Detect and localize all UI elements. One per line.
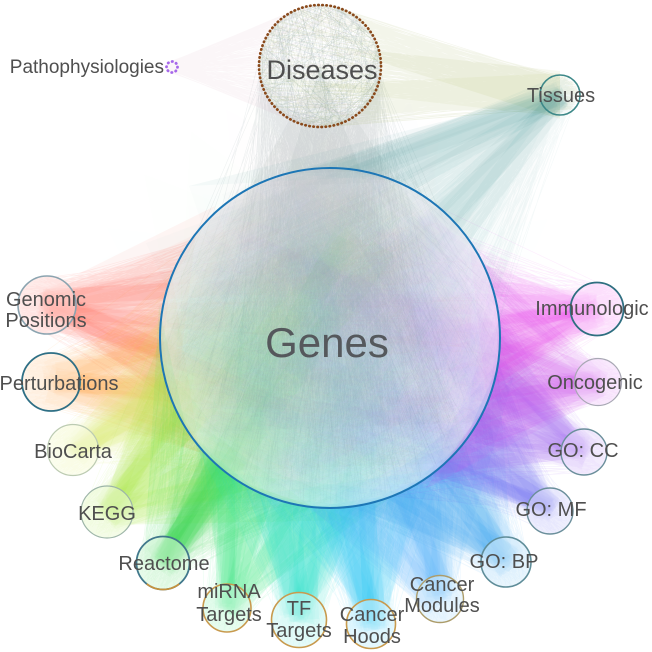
svg-text:Genes: Genes bbox=[265, 319, 389, 366]
svg-text:BioCarta: BioCarta bbox=[34, 441, 113, 463]
svg-text:GO: CC: GO: CC bbox=[547, 440, 618, 462]
svg-text:Cancer: Cancer bbox=[340, 604, 405, 626]
svg-text:GO: MF: GO: MF bbox=[515, 499, 586, 521]
svg-text:Reactome: Reactome bbox=[118, 553, 209, 575]
svg-text:miRNA: miRNA bbox=[197, 581, 261, 603]
svg-text:Modules: Modules bbox=[404, 595, 480, 617]
svg-text:Pathophysiologies: Pathophysiologies bbox=[10, 57, 164, 78]
svg-text:TF: TF bbox=[287, 598, 311, 620]
svg-text:Tissues: Tissues bbox=[527, 85, 595, 107]
svg-text:Perturbations: Perturbations bbox=[0, 373, 118, 395]
svg-text:Cancer: Cancer bbox=[410, 574, 475, 596]
svg-text:Targets: Targets bbox=[196, 604, 262, 626]
svg-text:Diseases: Diseases bbox=[266, 55, 377, 85]
svg-text:Hoods: Hoods bbox=[343, 626, 401, 648]
svg-text:Positions: Positions bbox=[5, 310, 86, 332]
svg-text:Genomic: Genomic bbox=[6, 289, 86, 311]
svg-text:Immunologic: Immunologic bbox=[535, 298, 648, 320]
svg-text:KEGG: KEGG bbox=[78, 503, 136, 525]
svg-text:GO: BP: GO: BP bbox=[470, 551, 539, 573]
svg-text:Targets: Targets bbox=[266, 620, 332, 642]
svg-text:Oncogenic: Oncogenic bbox=[547, 372, 643, 394]
